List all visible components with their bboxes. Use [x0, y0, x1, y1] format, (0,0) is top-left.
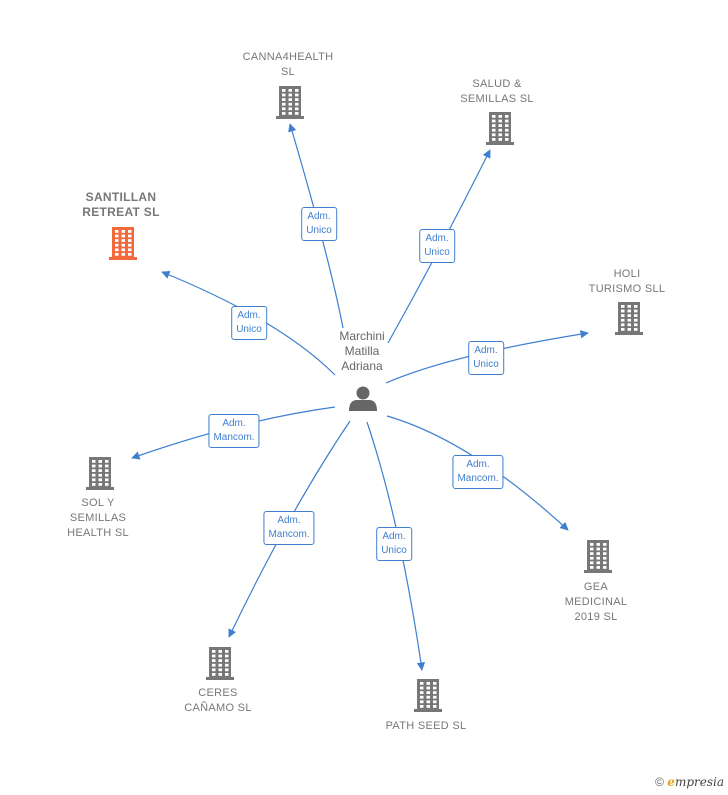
- role-badge-canna4health: Adm. Unico: [301, 207, 337, 241]
- company-label-path-seed[interactable]: PATH SEED SL: [385, 720, 467, 732]
- role-badge-salud-semillas: Adm. Unico: [419, 229, 455, 263]
- building-icon-path-seed[interactable]: [414, 679, 442, 712]
- buildings: [86, 86, 643, 712]
- role-badge-path-seed: Adm. Unico: [376, 527, 412, 561]
- building-icon-santillan-retreat[interactable]: [109, 227, 137, 260]
- role-badge-holi-turismo: Adm. Unico: [468, 341, 504, 375]
- building-icon-holi-turismo[interactable]: [615, 302, 643, 335]
- building-icon-ceres-canamo[interactable]: [206, 647, 234, 680]
- copyright-symbol: ©: [655, 775, 664, 789]
- company-label-santillan-retreat[interactable]: SANTILLAN RETREAT SL: [82, 190, 160, 219]
- building-icon-gea-medicinal[interactable]: [584, 540, 612, 573]
- role-badge-santillan-retreat: Adm. Unico: [231, 306, 267, 340]
- building-icon-canna4health[interactable]: [276, 86, 304, 119]
- role-badge-gea-medicinal: Adm. Mancom.: [452, 455, 504, 489]
- company-label-holi-turismo[interactable]: HOLI TURISMO SLL: [588, 268, 666, 295]
- company-label-ceres-canamo[interactable]: CERES CAÑAMO SL: [184, 687, 252, 714]
- building-icon-sol-semillas[interactable]: [86, 457, 114, 490]
- edge-canna4health: [288, 123, 344, 329]
- brand-logo: empresia: [667, 775, 724, 789]
- building-icon-salud-semillas[interactable]: [486, 112, 514, 145]
- role-badge-sol-semillas: Adm. Mancom.: [208, 414, 260, 448]
- footer-brand: © empresia: [655, 775, 724, 789]
- company-label-canna4health[interactable]: CANNA4HEALTH SL: [242, 51, 334, 78]
- company-label-sol-semillas[interactable]: SOL Y SEMILLAS HEALTH SL: [67, 497, 129, 539]
- center-person-name[interactable]: Marchini Matilla Adriana: [339, 329, 385, 374]
- person-icon: [349, 386, 377, 411]
- role-badge-ceres-canamo: Adm. Mancom.: [263, 511, 315, 545]
- company-label-gea-medicinal[interactable]: GEA MEDICINAL 2019 SL: [564, 581, 628, 623]
- company-label-salud-semillas[interactable]: SALUD & SEMILLAS SL: [460, 78, 534, 105]
